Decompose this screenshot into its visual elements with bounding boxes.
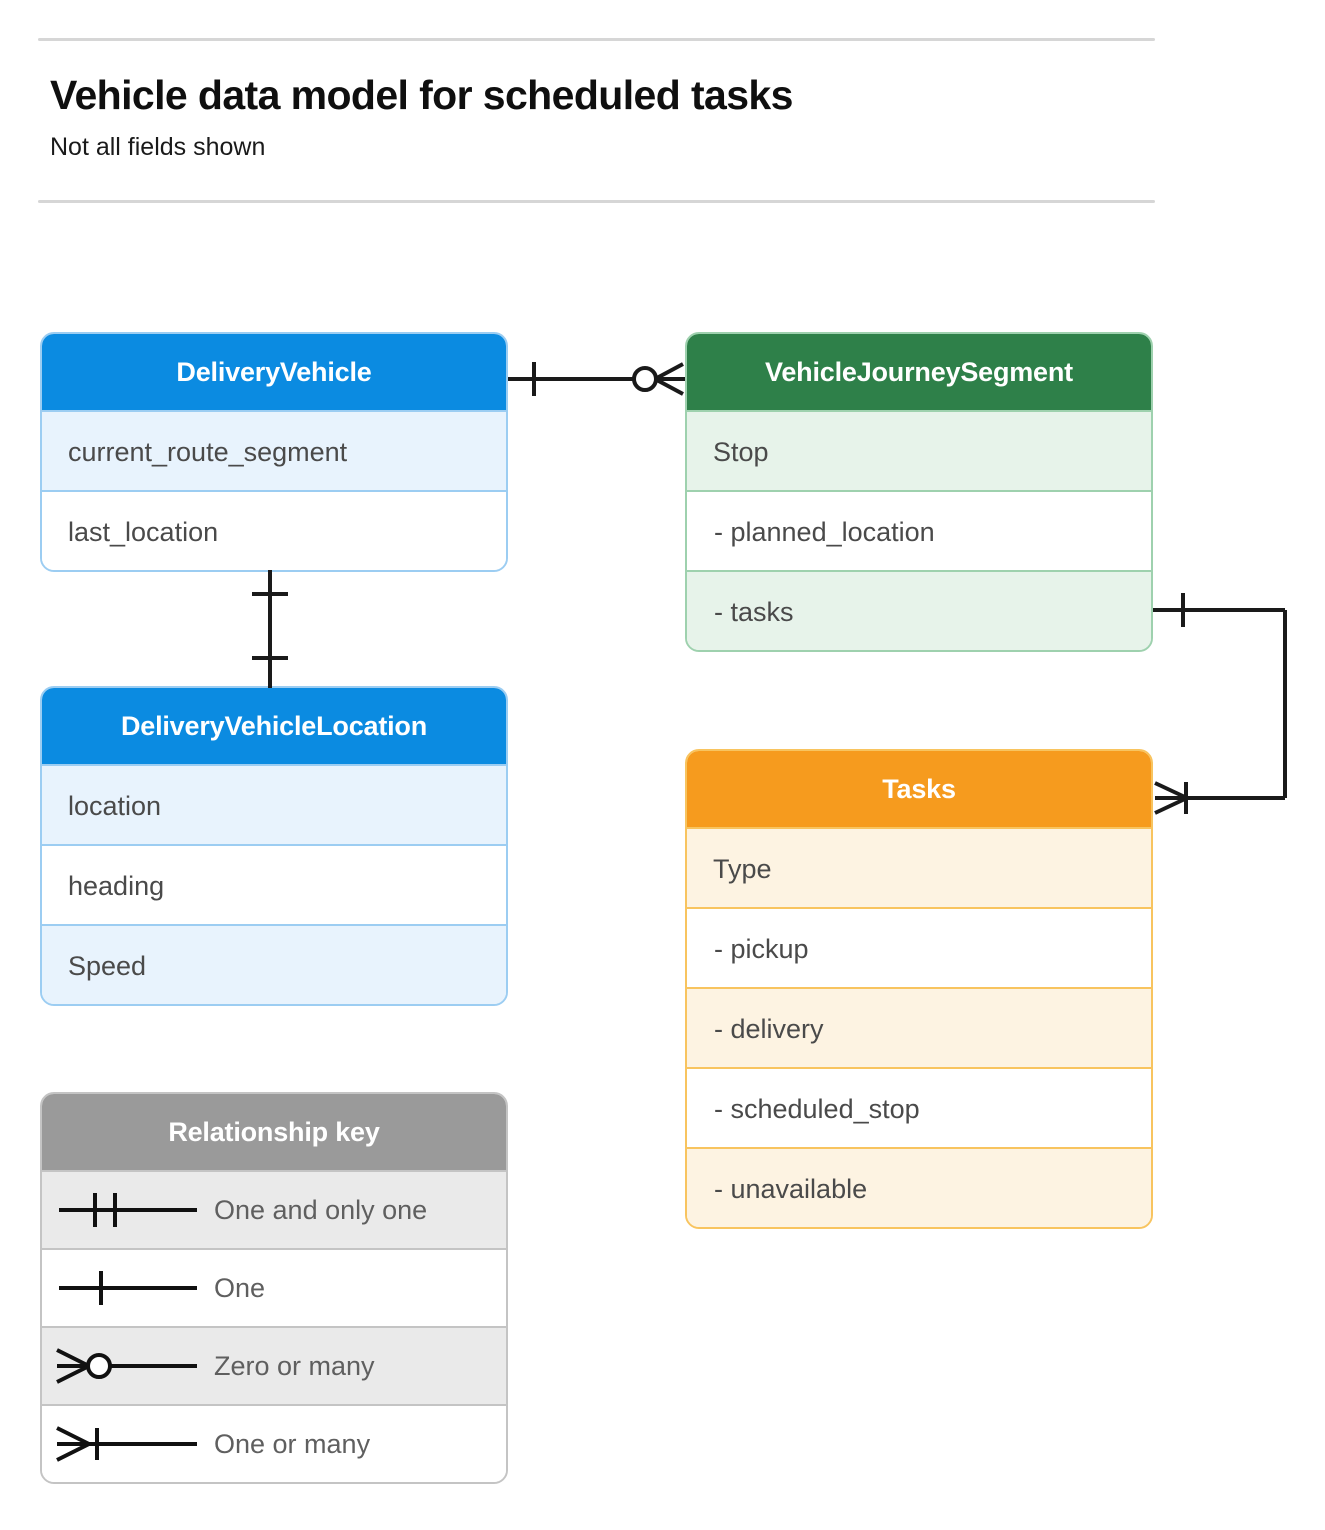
connector-delivery-vehicle-to-journey-segment <box>508 362 685 396</box>
legend-item-label: One and only one <box>214 1194 428 1225</box>
one-and-only-one-icon <box>42 1185 214 1235</box>
entity-delivery-vehicle[interactable]: DeliveryVehicle current_route_segment la… <box>40 332 508 572</box>
page-title: Vehicle data model for scheduled tasks <box>50 72 793 118</box>
legend-item-label: Zero or many <box>214 1350 375 1381</box>
entity-row: - planned_location <box>687 490 1151 570</box>
relationship-key-legend[interactable]: Relationship key One and only one One <box>40 1092 508 1484</box>
entity-vehicle-journey-segment[interactable]: VehicleJourneySegment Stop - planned_loc… <box>685 332 1153 652</box>
legend-item-one-and-only-one: One and only one <box>42 1170 506 1248</box>
top-divider <box>38 38 1155 41</box>
legend-item-one-or-many: One or many <box>42 1404 506 1482</box>
entity-row: - unavailable <box>687 1147 1151 1227</box>
entity-row: current_route_segment <box>42 410 506 490</box>
legend-item-zero-or-many: Zero or many <box>42 1326 506 1404</box>
connector-delivery-vehicle-to-location <box>252 570 288 688</box>
entity-row: last_location <box>42 490 506 570</box>
legend-item-one: One <box>42 1248 506 1326</box>
entity-row: - pickup <box>687 907 1151 987</box>
zero-or-many-icon <box>42 1341 214 1391</box>
entity-row: Type <box>687 827 1151 907</box>
entity-delivery-vehicle-location-header: DeliveryVehicleLocation <box>42 688 506 764</box>
page-subtitle: Not all fields shown <box>50 133 266 161</box>
entity-row: - scheduled_stop <box>687 1067 1151 1147</box>
legend-item-label: One <box>214 1272 266 1303</box>
entity-row: location <box>42 764 506 844</box>
relationship-key-header: Relationship key <box>42 1094 506 1170</box>
entity-row: Stop <box>687 410 1151 490</box>
connector-journey-segment-to-tasks <box>1153 593 1287 815</box>
one-icon <box>42 1263 214 1313</box>
entity-row: - tasks <box>687 570 1151 650</box>
bottom-divider <box>38 200 1155 203</box>
entity-row: - delivery <box>687 987 1151 1067</box>
entity-row: Speed <box>42 924 506 1004</box>
entity-vehicle-journey-segment-header: VehicleJourneySegment <box>687 334 1151 410</box>
entity-delivery-vehicle-header: DeliveryVehicle <box>42 334 506 410</box>
one-or-many-icon <box>42 1419 214 1469</box>
entity-row: heading <box>42 844 506 924</box>
entity-delivery-vehicle-location[interactable]: DeliveryVehicleLocation location heading… <box>40 686 508 1006</box>
entity-tasks-header: Tasks <box>687 751 1151 827</box>
entity-tasks[interactable]: Tasks Type - pickup - delivery - schedul… <box>685 749 1153 1229</box>
legend-item-label: One or many <box>214 1428 371 1459</box>
